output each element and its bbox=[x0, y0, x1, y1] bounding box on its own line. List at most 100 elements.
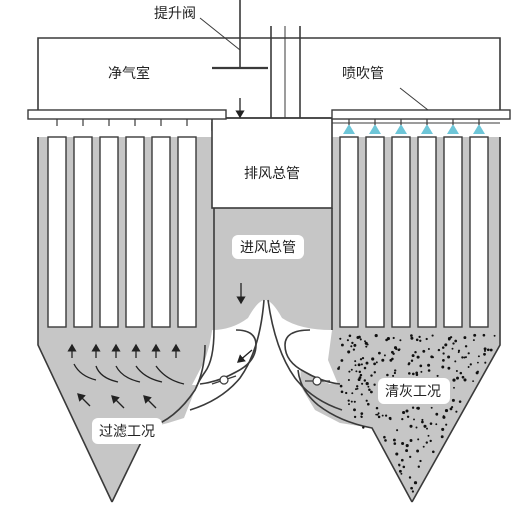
dust-particle bbox=[367, 385, 370, 388]
dust-particle bbox=[455, 410, 458, 413]
dust-particle bbox=[375, 361, 378, 364]
dust-particle bbox=[353, 343, 357, 347]
dust-particle bbox=[451, 406, 454, 409]
dust-particle bbox=[441, 346, 445, 349]
dust-particle bbox=[365, 345, 368, 348]
dust-particle bbox=[350, 368, 353, 371]
dust-particle bbox=[413, 481, 418, 485]
dust-particle bbox=[355, 388, 357, 391]
filtering-up-arrows bbox=[67, 343, 181, 358]
dust-particle bbox=[381, 414, 384, 417]
dust-particle bbox=[386, 337, 390, 341]
blow-pipe-label: 喷吹管 bbox=[342, 66, 384, 82]
dust-particle bbox=[444, 409, 449, 413]
dust-particle bbox=[410, 336, 414, 340]
dust-particle bbox=[452, 378, 456, 382]
dust-particle bbox=[375, 413, 378, 416]
dust-particle bbox=[459, 371, 463, 375]
spray-nozzles bbox=[343, 119, 485, 134]
dust-particle bbox=[454, 360, 457, 363]
dust-particle bbox=[358, 376, 362, 379]
dust-particle bbox=[351, 392, 354, 395]
dust-particle bbox=[363, 379, 367, 382]
dust-particle bbox=[420, 370, 423, 373]
filter-bag bbox=[469, 136, 489, 328]
dust-particle bbox=[418, 335, 421, 339]
dust-particle bbox=[367, 402, 370, 406]
dust-particle bbox=[365, 361, 369, 365]
dust-particle bbox=[429, 439, 432, 443]
dust-particle bbox=[452, 342, 455, 345]
dust-particle bbox=[423, 424, 427, 428]
dust-particle bbox=[374, 334, 378, 338]
dust-particle bbox=[417, 438, 420, 441]
dust-particle bbox=[383, 435, 386, 439]
dust-particle bbox=[366, 343, 369, 346]
dust-particle bbox=[359, 373, 363, 377]
filter-bag bbox=[177, 136, 197, 328]
dust-particle bbox=[393, 442, 397, 445]
dust-particle bbox=[354, 364, 357, 367]
dust-particle bbox=[419, 459, 422, 463]
dust-particle bbox=[416, 355, 420, 359]
dust-particle bbox=[389, 418, 392, 421]
dust-particle bbox=[339, 337, 342, 340]
filter-bag bbox=[125, 136, 145, 328]
dust-particle bbox=[411, 354, 415, 358]
dust-particle bbox=[391, 357, 394, 361]
dust-particle bbox=[348, 403, 350, 406]
dust-particle bbox=[405, 409, 409, 413]
dust-particle bbox=[442, 359, 445, 362]
dust-particle bbox=[456, 376, 459, 380]
dust-particle bbox=[401, 441, 405, 446]
right-hopper-inner bbox=[297, 369, 413, 503]
dust-particle bbox=[392, 352, 395, 356]
dust-particle bbox=[338, 366, 341, 368]
inlet-manifold-label: 进风总管 bbox=[240, 240, 296, 256]
dust-particle bbox=[346, 339, 349, 342]
dust-particle bbox=[427, 369, 431, 372]
dust-particle bbox=[489, 348, 493, 352]
dust-particle bbox=[449, 407, 453, 411]
cleaning-label-chip bbox=[378, 378, 450, 404]
dust-particle bbox=[437, 348, 441, 352]
dust-particle bbox=[337, 367, 340, 370]
dust-particle bbox=[359, 358, 363, 361]
dust-particle bbox=[400, 472, 403, 475]
dust-particle bbox=[340, 343, 344, 347]
dust-particle bbox=[399, 339, 402, 342]
dust-particle bbox=[364, 340, 366, 343]
clean-air-chamber-label: 净气室 bbox=[108, 65, 150, 82]
dust-particle bbox=[436, 374, 439, 377]
dust-particle bbox=[361, 382, 364, 385]
dust-particle bbox=[406, 415, 410, 419]
dust-particle bbox=[398, 469, 402, 473]
dust-particle bbox=[453, 386, 455, 389]
dust-particle bbox=[392, 438, 396, 442]
dust-particle bbox=[402, 410, 406, 415]
filter-bag bbox=[151, 136, 171, 328]
dust-particle bbox=[356, 385, 359, 388]
dust-particles bbox=[337, 333, 496, 493]
dust-particle bbox=[441, 427, 445, 431]
dust-particle bbox=[483, 352, 486, 356]
left-branch-outer bbox=[195, 329, 215, 389]
blow-pipe-leader bbox=[399, 87, 429, 111]
top-chamber-outline bbox=[37, 37, 501, 110]
dust-particle bbox=[451, 347, 454, 350]
left-branch-bottom bbox=[189, 299, 265, 411]
dust-particle bbox=[467, 366, 470, 368]
dust-particle bbox=[472, 380, 475, 383]
dust-particle bbox=[435, 412, 439, 416]
dust-particle bbox=[352, 348, 356, 351]
dust-particle bbox=[484, 361, 487, 364]
dust-particle bbox=[381, 358, 385, 362]
lift-valve-leader bbox=[199, 17, 241, 51]
dust-particle bbox=[376, 413, 379, 416]
dust-particle bbox=[393, 371, 397, 375]
dust-particle bbox=[431, 356, 434, 359]
filter-bag bbox=[391, 136, 411, 328]
dust-particle bbox=[483, 347, 487, 351]
dust-particle bbox=[386, 373, 389, 377]
